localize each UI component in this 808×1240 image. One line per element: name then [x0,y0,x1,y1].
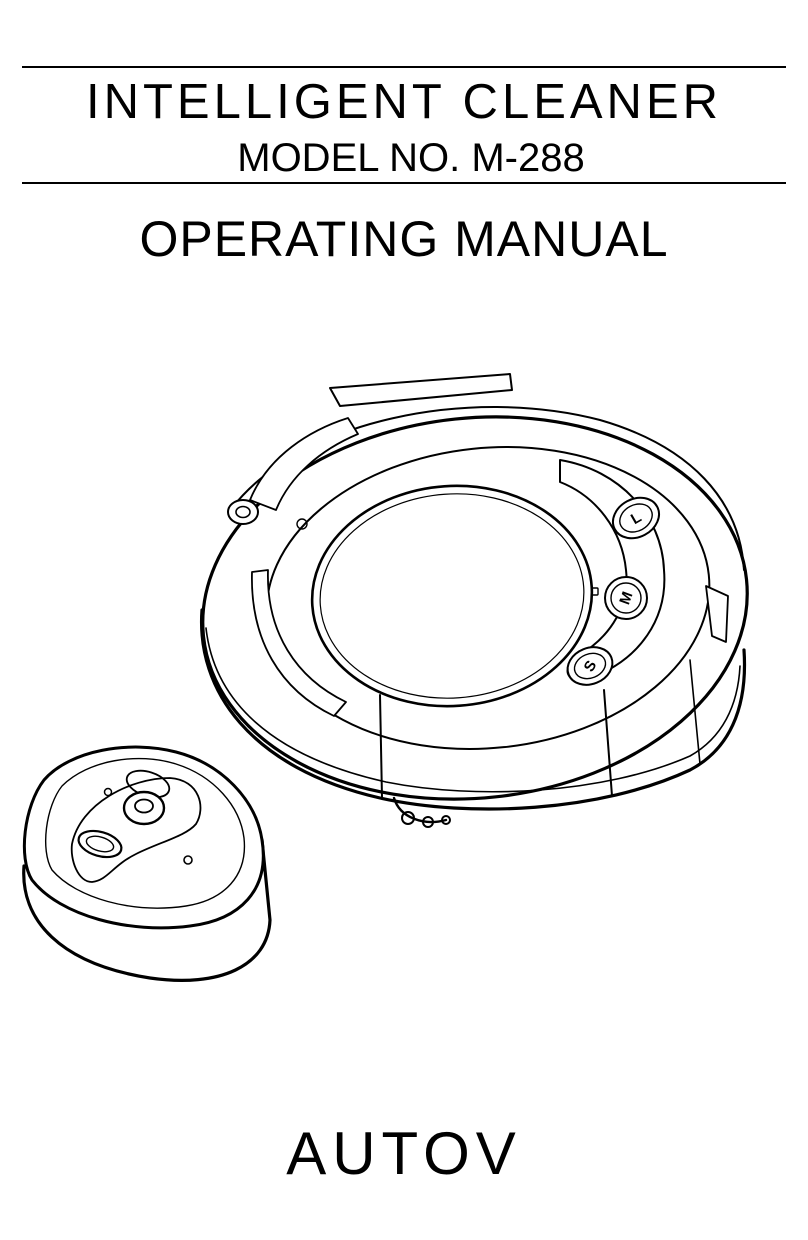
top-rule [22,66,786,68]
cleaner-button-l [612,496,660,540]
product-name: INTELLIGENT CLEANER [85,75,723,129]
remote-control-drawing [22,745,272,982]
button-m-label: M [616,589,636,607]
robot-cleaner-drawing [199,373,749,828]
cleaner-button-s [566,646,614,686]
cleaner-button-m [604,576,648,620]
brand-name: AUTOV [286,1120,522,1187]
model-number: MODEL NO. M-288 [237,136,585,180]
document-title: OPERATING MANUAL [139,211,669,267]
product-illustration: L M S [22,373,749,982]
bottom-rule [22,182,786,184]
